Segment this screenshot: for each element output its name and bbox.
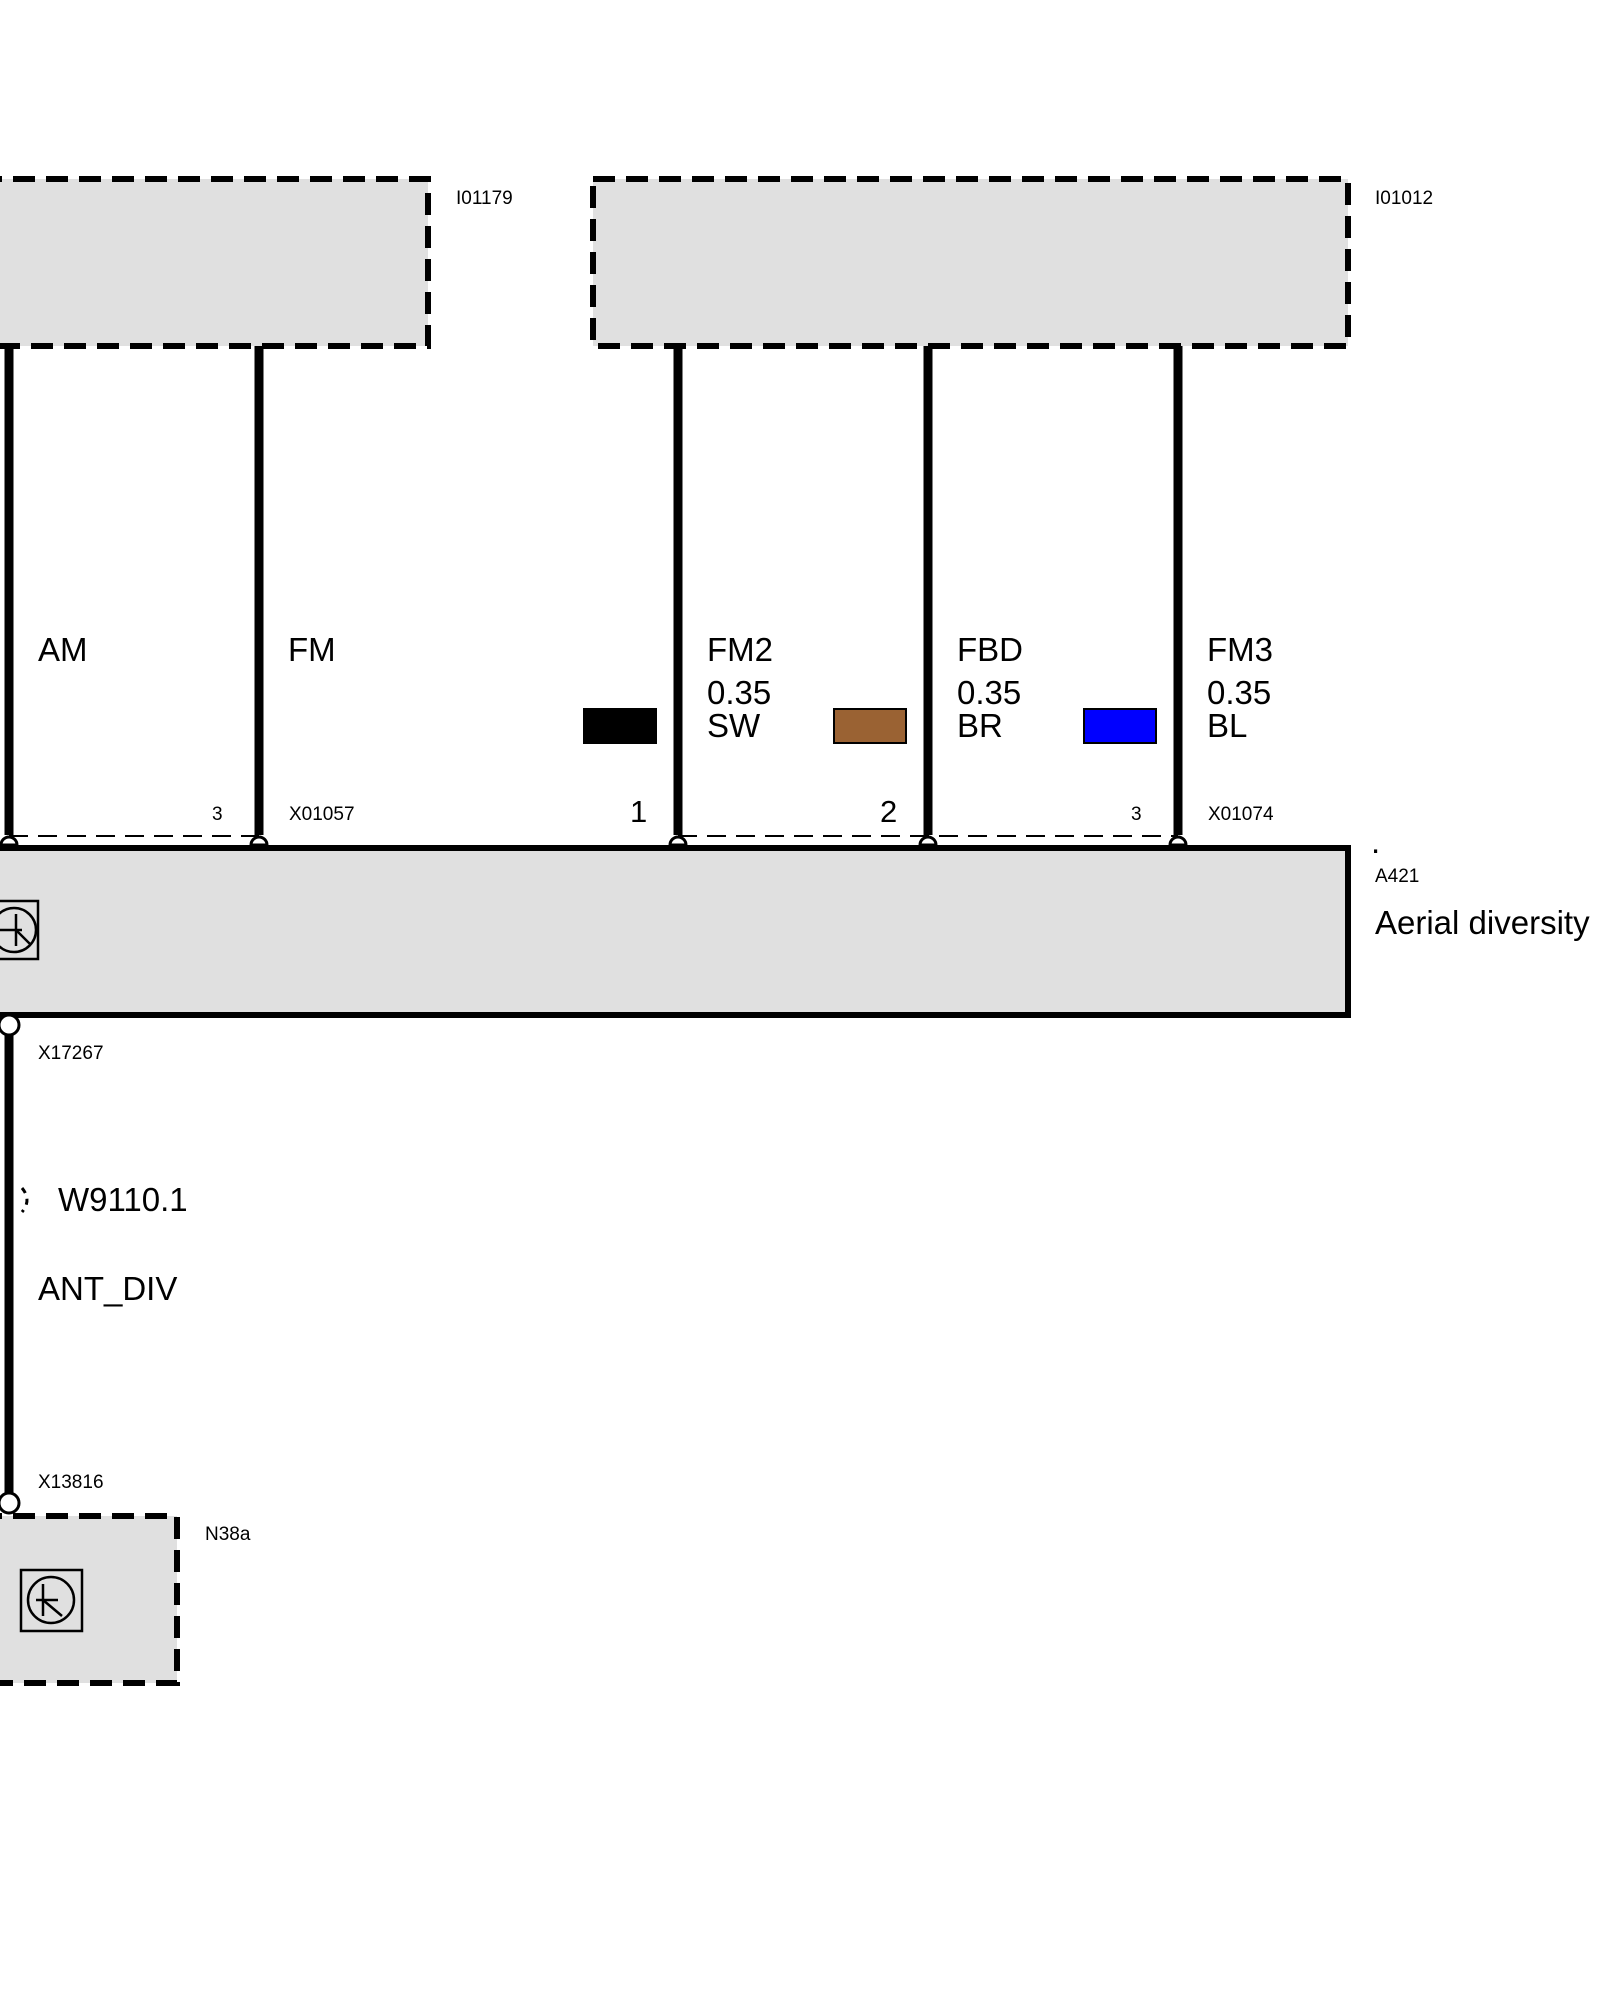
terminal-fm3 [1168,835,1188,847]
wire-label-fm2: FM2 [707,631,773,668]
terminal-fm [249,835,269,847]
terminal-x13816 [0,1491,21,1515]
amplifier-icon [19,1568,84,1633]
wire-label-fm3: FM3 [1207,631,1273,668]
terminal-fbd [918,835,938,847]
pin-number-fm2: 1 [630,794,647,829]
terminal-am [0,835,19,847]
wire-label-fm: FM [288,631,336,668]
cable-id: W9110.1 [58,1181,188,1218]
wire-label-am: AM [38,631,88,668]
wire-label-fbd: FBD [957,631,1023,668]
pin-number-fm3: 3 [1131,804,1142,825]
component-id-i01012: I01012 [1375,188,1433,209]
component-name-a421: Aerial diversity [1375,904,1590,941]
connector-id-x13816: X13816 [38,1472,104,1493]
color-swatch-fm2 [583,708,657,744]
terminal-x17267 [0,1013,21,1037]
wire-color-fm2: SW [707,707,761,744]
connector-id-x01074: X01074 [1208,804,1274,825]
wire-color-fbd: BR [957,707,1003,744]
connector-id-x01057: X01057 [289,804,355,825]
wire-size-fbd: 0.35 [957,674,1021,711]
wire-size-fm2: 0.35 [707,674,771,711]
component-box-n38a [0,1513,180,1686]
component-id-a421: A421 [1375,866,1419,887]
cable-signal: ANT_DIV [38,1270,177,1307]
color-swatch-fbd [833,708,907,744]
component-id-i01179: I01179 [456,188,513,209]
connector-id-x17267: X17267 [38,1043,104,1064]
wire-color-fm3: BL [1207,707,1247,744]
component-box-i01179 [0,176,431,349]
cable-marker [20,1187,29,1213]
terminal-fm2 [668,835,688,847]
component-id-n38a: N38a [205,1524,251,1545]
pin-number-x01057: 3 [212,804,223,825]
wire-size-fm3: 0.35 [1207,674,1271,711]
amplifier-icon [0,899,40,961]
color-swatch-fm3 [1083,708,1157,744]
component-box-i01012 [590,176,1351,349]
component-box-a421 [0,845,1351,1018]
pin-number-fbd: 2 [880,794,897,829]
component-dot-a421: . [1371,823,1380,860]
